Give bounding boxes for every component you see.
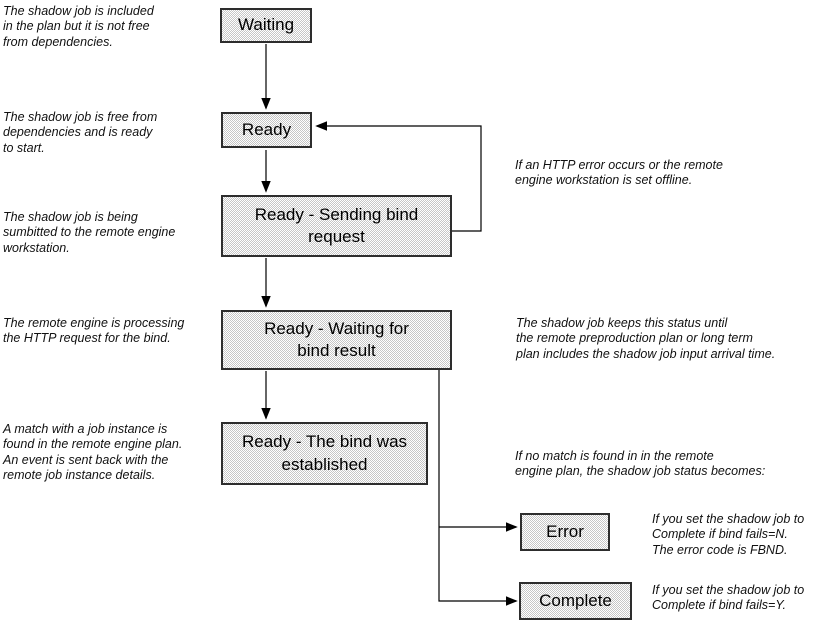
note-sending-bind-description: The shadow job is being sumbitted to the…	[3, 210, 176, 255]
state-box-ready-waiting-for-bind-result: Ready - Waiting for bind result	[221, 310, 452, 370]
arrow-sending-back-to-ready	[315, 121, 482, 232]
state-box-complete: Complete	[519, 582, 632, 620]
note-keeps-status-condition: The shadow job keeps this status until t…	[516, 316, 776, 361]
note-error-condition: If you set the shadow job to Complete if…	[652, 512, 805, 557]
note-complete-condition: If you set the shadow job to Complete if…	[652, 583, 805, 613]
note-ready-description: The shadow job is free from dependencies…	[3, 110, 158, 155]
state-box-ready: Ready	[221, 112, 312, 148]
state-box-waiting: Waiting	[220, 8, 312, 43]
note-http-error-condition: If an HTTP error occurs or the remote en…	[515, 158, 723, 188]
state-box-ready-bind-established: Ready - The bind was established	[221, 422, 428, 485]
note-waiting-bind-result-description: The remote engine is processing the HTTP…	[3, 316, 185, 346]
note-bind-established-description: A match with a job instance is found in …	[3, 422, 183, 482]
note-no-match-condition: If no match is found in in the remote en…	[515, 449, 766, 479]
state-box-error: Error	[520, 513, 610, 551]
arrow-waiting-result-to-complete	[438, 370, 518, 606]
note-waiting-description: The shadow job is included in the plan b…	[3, 4, 154, 49]
state-box-ready-sending-bind-request: Ready - Sending bind request	[221, 195, 452, 257]
